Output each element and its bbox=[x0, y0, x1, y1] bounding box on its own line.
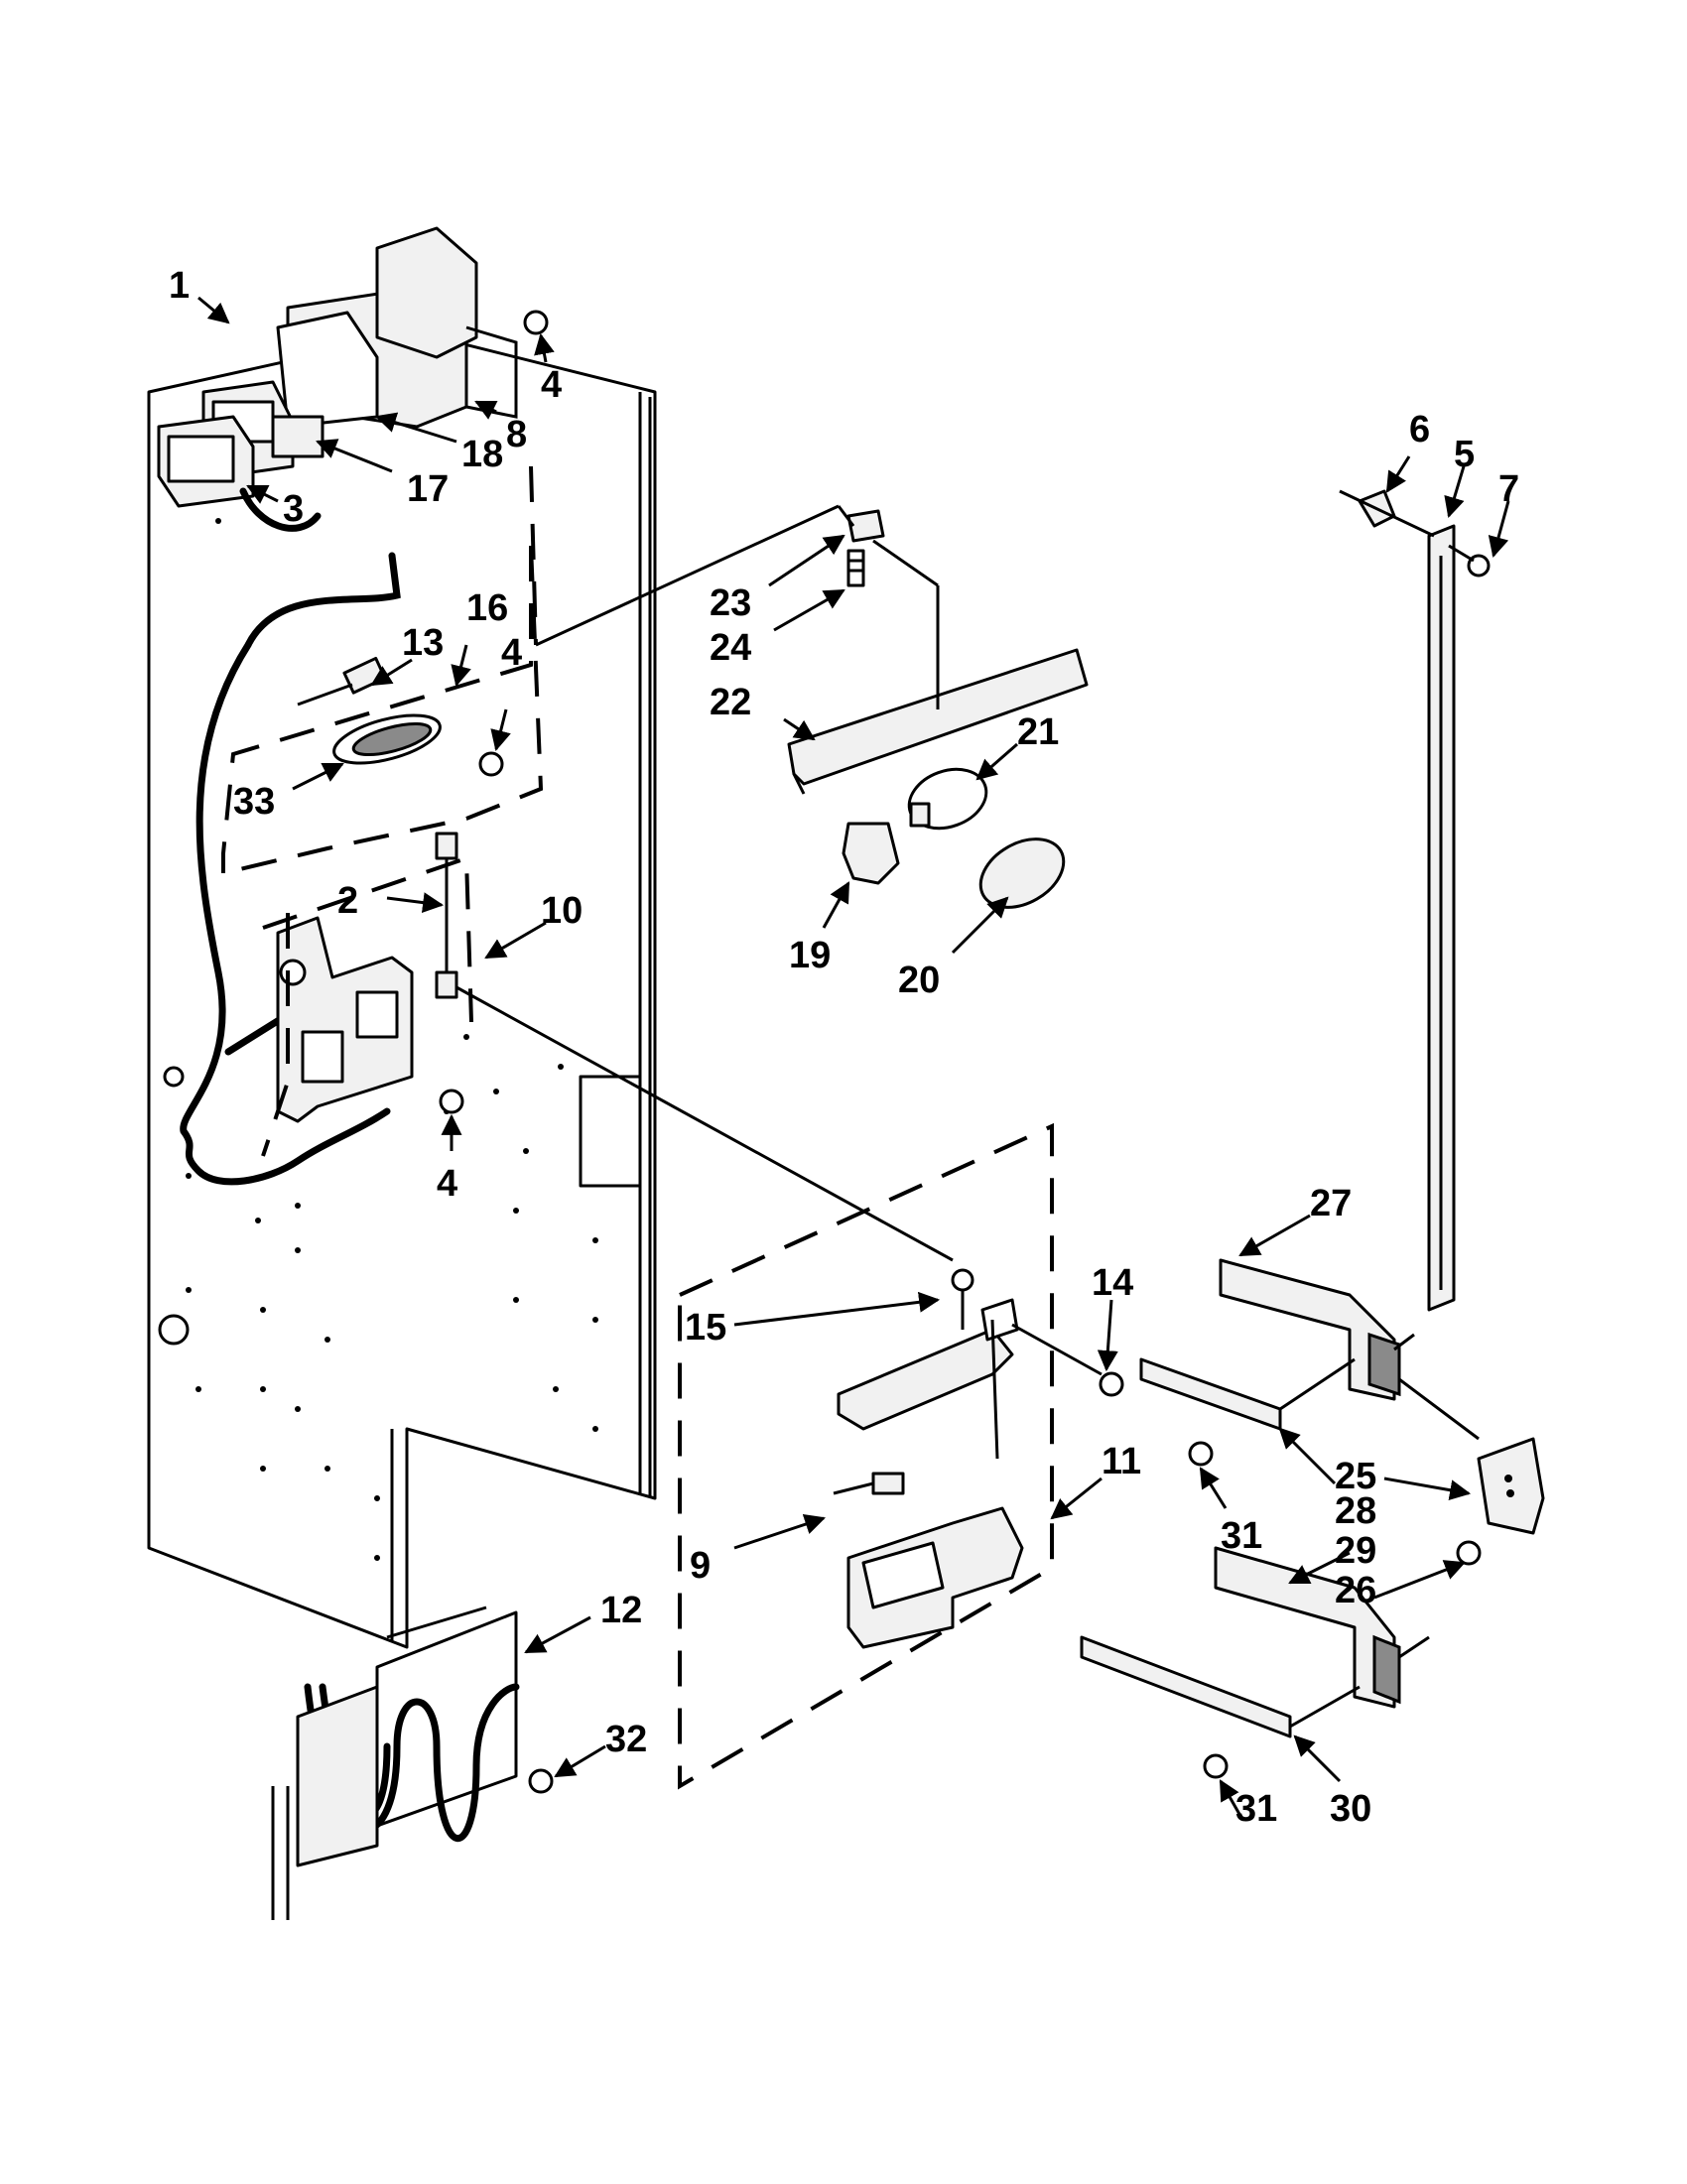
callout-33: 33 bbox=[233, 781, 275, 823]
light-shield bbox=[978, 837, 1066, 909]
light-housing-cover bbox=[837, 1298, 1019, 1431]
callout-2: 2 bbox=[337, 880, 358, 922]
callout-13: 13 bbox=[402, 622, 444, 664]
callout-17: 17 bbox=[407, 468, 449, 510]
callout-8: 8 bbox=[506, 414, 527, 455]
callout-1: 1 bbox=[169, 265, 190, 307]
callout-9: 9 bbox=[690, 1545, 711, 1587]
upper-crisper-slide bbox=[1139, 1357, 1282, 1431]
callout-27: 27 bbox=[1310, 1183, 1352, 1224]
callout-labels: 1 2 3 4 4 4 5 6 7 8 9 10 11 12 13 14 15 … bbox=[169, 265, 1519, 1830]
callout-12: 12 bbox=[600, 1590, 642, 1631]
callout-10: 10 bbox=[541, 890, 583, 932]
humidity-control bbox=[1477, 1437, 1545, 1535]
callout-7: 7 bbox=[1498, 468, 1519, 510]
callout-4a: 4 bbox=[541, 364, 562, 406]
light-bracket bbox=[787, 648, 1089, 795]
callout-30: 30 bbox=[1330, 1788, 1371, 1830]
callout-leaders bbox=[197, 296, 1510, 1817]
callout-24: 24 bbox=[710, 627, 751, 669]
callout-25: 25 bbox=[1335, 1456, 1376, 1497]
callout-29: 29 bbox=[1335, 1530, 1376, 1572]
thermostat-housing bbox=[276, 916, 414, 1123]
light-housing-box bbox=[846, 1506, 1024, 1649]
callout-21: 21 bbox=[1017, 711, 1059, 753]
callout-31b: 31 bbox=[1235, 1788, 1277, 1830]
liner-mount-holes bbox=[186, 518, 598, 1561]
light-bulb bbox=[907, 767, 988, 831]
callout-23: 23 bbox=[710, 582, 751, 624]
callout-6: 6 bbox=[1409, 409, 1430, 450]
upper-crisper-cover bbox=[1219, 1258, 1401, 1401]
callout-15: 15 bbox=[685, 1307, 726, 1349]
shelf-ladder-rail bbox=[1427, 524, 1456, 1312]
callout-32: 32 bbox=[605, 1719, 647, 1760]
callout-5: 5 bbox=[1454, 434, 1475, 475]
callout-28: 28 bbox=[1335, 1490, 1376, 1532]
callout-19: 19 bbox=[789, 935, 831, 976]
callout-22: 22 bbox=[710, 682, 751, 723]
wire-harness-connector bbox=[833, 1472, 905, 1495]
callout-31a: 31 bbox=[1221, 1515, 1262, 1557]
lower-crisper-cover bbox=[1214, 1546, 1401, 1709]
air-damper-housing bbox=[157, 415, 255, 508]
callout-3: 3 bbox=[283, 488, 304, 530]
main-wire-harness bbox=[180, 552, 401, 1186]
callout-11: 11 bbox=[1102, 1441, 1141, 1482]
callout-4b: 4 bbox=[501, 632, 522, 674]
light-socket bbox=[842, 822, 900, 885]
light-socket-clip bbox=[846, 509, 885, 543]
callout-20: 20 bbox=[898, 960, 940, 1001]
callout-4c: 4 bbox=[437, 1163, 457, 1205]
thermostat-connector bbox=[435, 832, 458, 999]
assembly-dashed-boundaries bbox=[221, 465, 1480, 1790]
lower-crisper-slide bbox=[1080, 1635, 1292, 1738]
callout-18: 18 bbox=[461, 434, 503, 475]
mounting-screws bbox=[439, 310, 1482, 1794]
callout-14: 14 bbox=[1092, 1262, 1133, 1304]
callout-16: 16 bbox=[466, 587, 508, 629]
light-screw bbox=[846, 549, 865, 587]
evaporator-coil bbox=[271, 1606, 520, 1920]
callout-26: 26 bbox=[1335, 1570, 1376, 1611]
light-housing-screw bbox=[951, 1268, 974, 1330]
damper-motor bbox=[271, 415, 324, 458]
